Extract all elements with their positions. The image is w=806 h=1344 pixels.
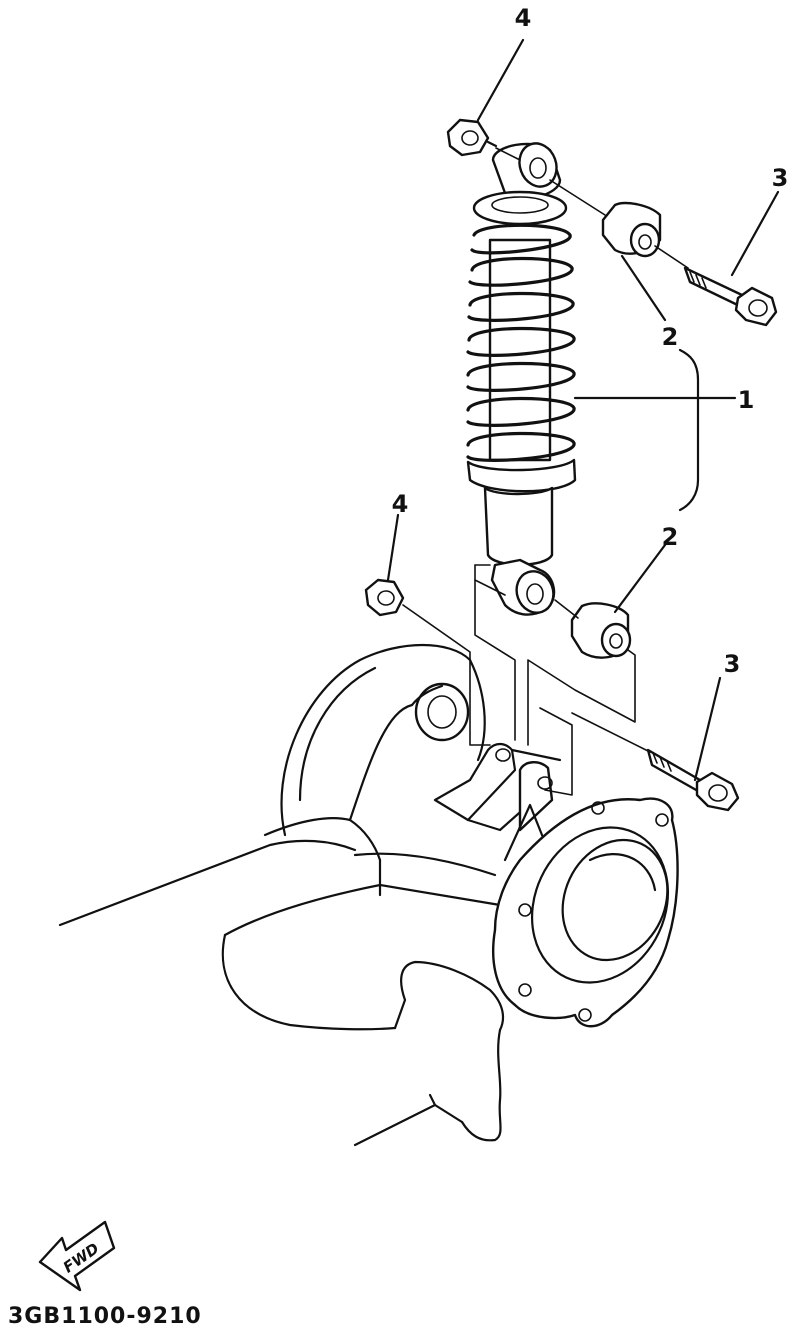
upper-nut xyxy=(446,118,498,157)
hub-flange xyxy=(492,797,679,1028)
lower-bushing xyxy=(570,602,632,659)
forward-arrow-icon: FWD xyxy=(38,1220,116,1292)
callout-bushing-upper: 2 xyxy=(662,323,679,351)
lower-nut xyxy=(364,578,405,617)
callout-nut-upper: 4 xyxy=(515,4,532,32)
callout-bolt-lower: 3 xyxy=(724,650,741,678)
callout-nut-lower: 4 xyxy=(392,490,409,518)
upper-bolt xyxy=(683,266,778,327)
upper-bushing xyxy=(601,201,662,258)
callout-bolt-upper: 3 xyxy=(772,164,789,192)
lower-bolt xyxy=(646,748,740,812)
callout-bushing-lower: 2 xyxy=(662,523,679,551)
shock-absorber xyxy=(466,142,737,616)
callout-shock-absorber: 1 xyxy=(738,386,755,414)
axle-housing xyxy=(58,643,562,1147)
diagram-code: 3GB1100-9210 xyxy=(8,1304,202,1329)
callout-leaders xyxy=(386,38,780,782)
